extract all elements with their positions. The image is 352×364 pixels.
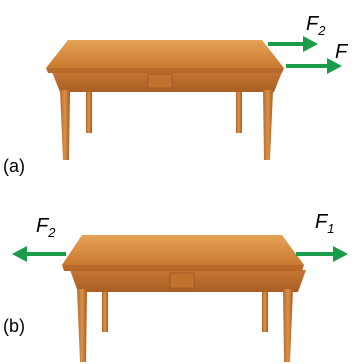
force-arrow-f2-a — [268, 36, 318, 52]
table-drawer — [147, 73, 173, 89]
table-leg — [283, 289, 293, 362]
force-arrow-f1-b — [296, 246, 348, 262]
panel-label-b: (b) — [3, 316, 25, 336]
table-b — [62, 235, 306, 362]
table-leg — [263, 90, 273, 160]
table-leg — [236, 88, 242, 133]
table-top-edge — [62, 265, 304, 271]
force-label-f1-b: F1 — [315, 211, 334, 236]
force-arrow-f2-b — [12, 246, 66, 262]
table-a — [46, 40, 284, 160]
table-top — [46, 40, 284, 68]
force-label-f2-b: F2 — [36, 215, 56, 240]
force-label-f-a: F — [335, 41, 349, 63]
table-leg — [102, 292, 108, 332]
force-label-f2-a: F2 — [306, 13, 326, 38]
panel-label-a: (a) — [3, 156, 25, 176]
table-leg — [77, 289, 87, 362]
table-top — [62, 235, 304, 265]
table-drawer — [169, 272, 195, 289]
table-top-edge — [46, 68, 284, 73]
panel-a: F2 F (a) — [3, 13, 349, 176]
table-leg — [262, 292, 268, 332]
table-leg — [60, 90, 70, 160]
panel-b: F2 F1 (b) — [3, 211, 348, 362]
force-arrow-f-a — [286, 58, 342, 74]
table-leg — [86, 88, 92, 133]
